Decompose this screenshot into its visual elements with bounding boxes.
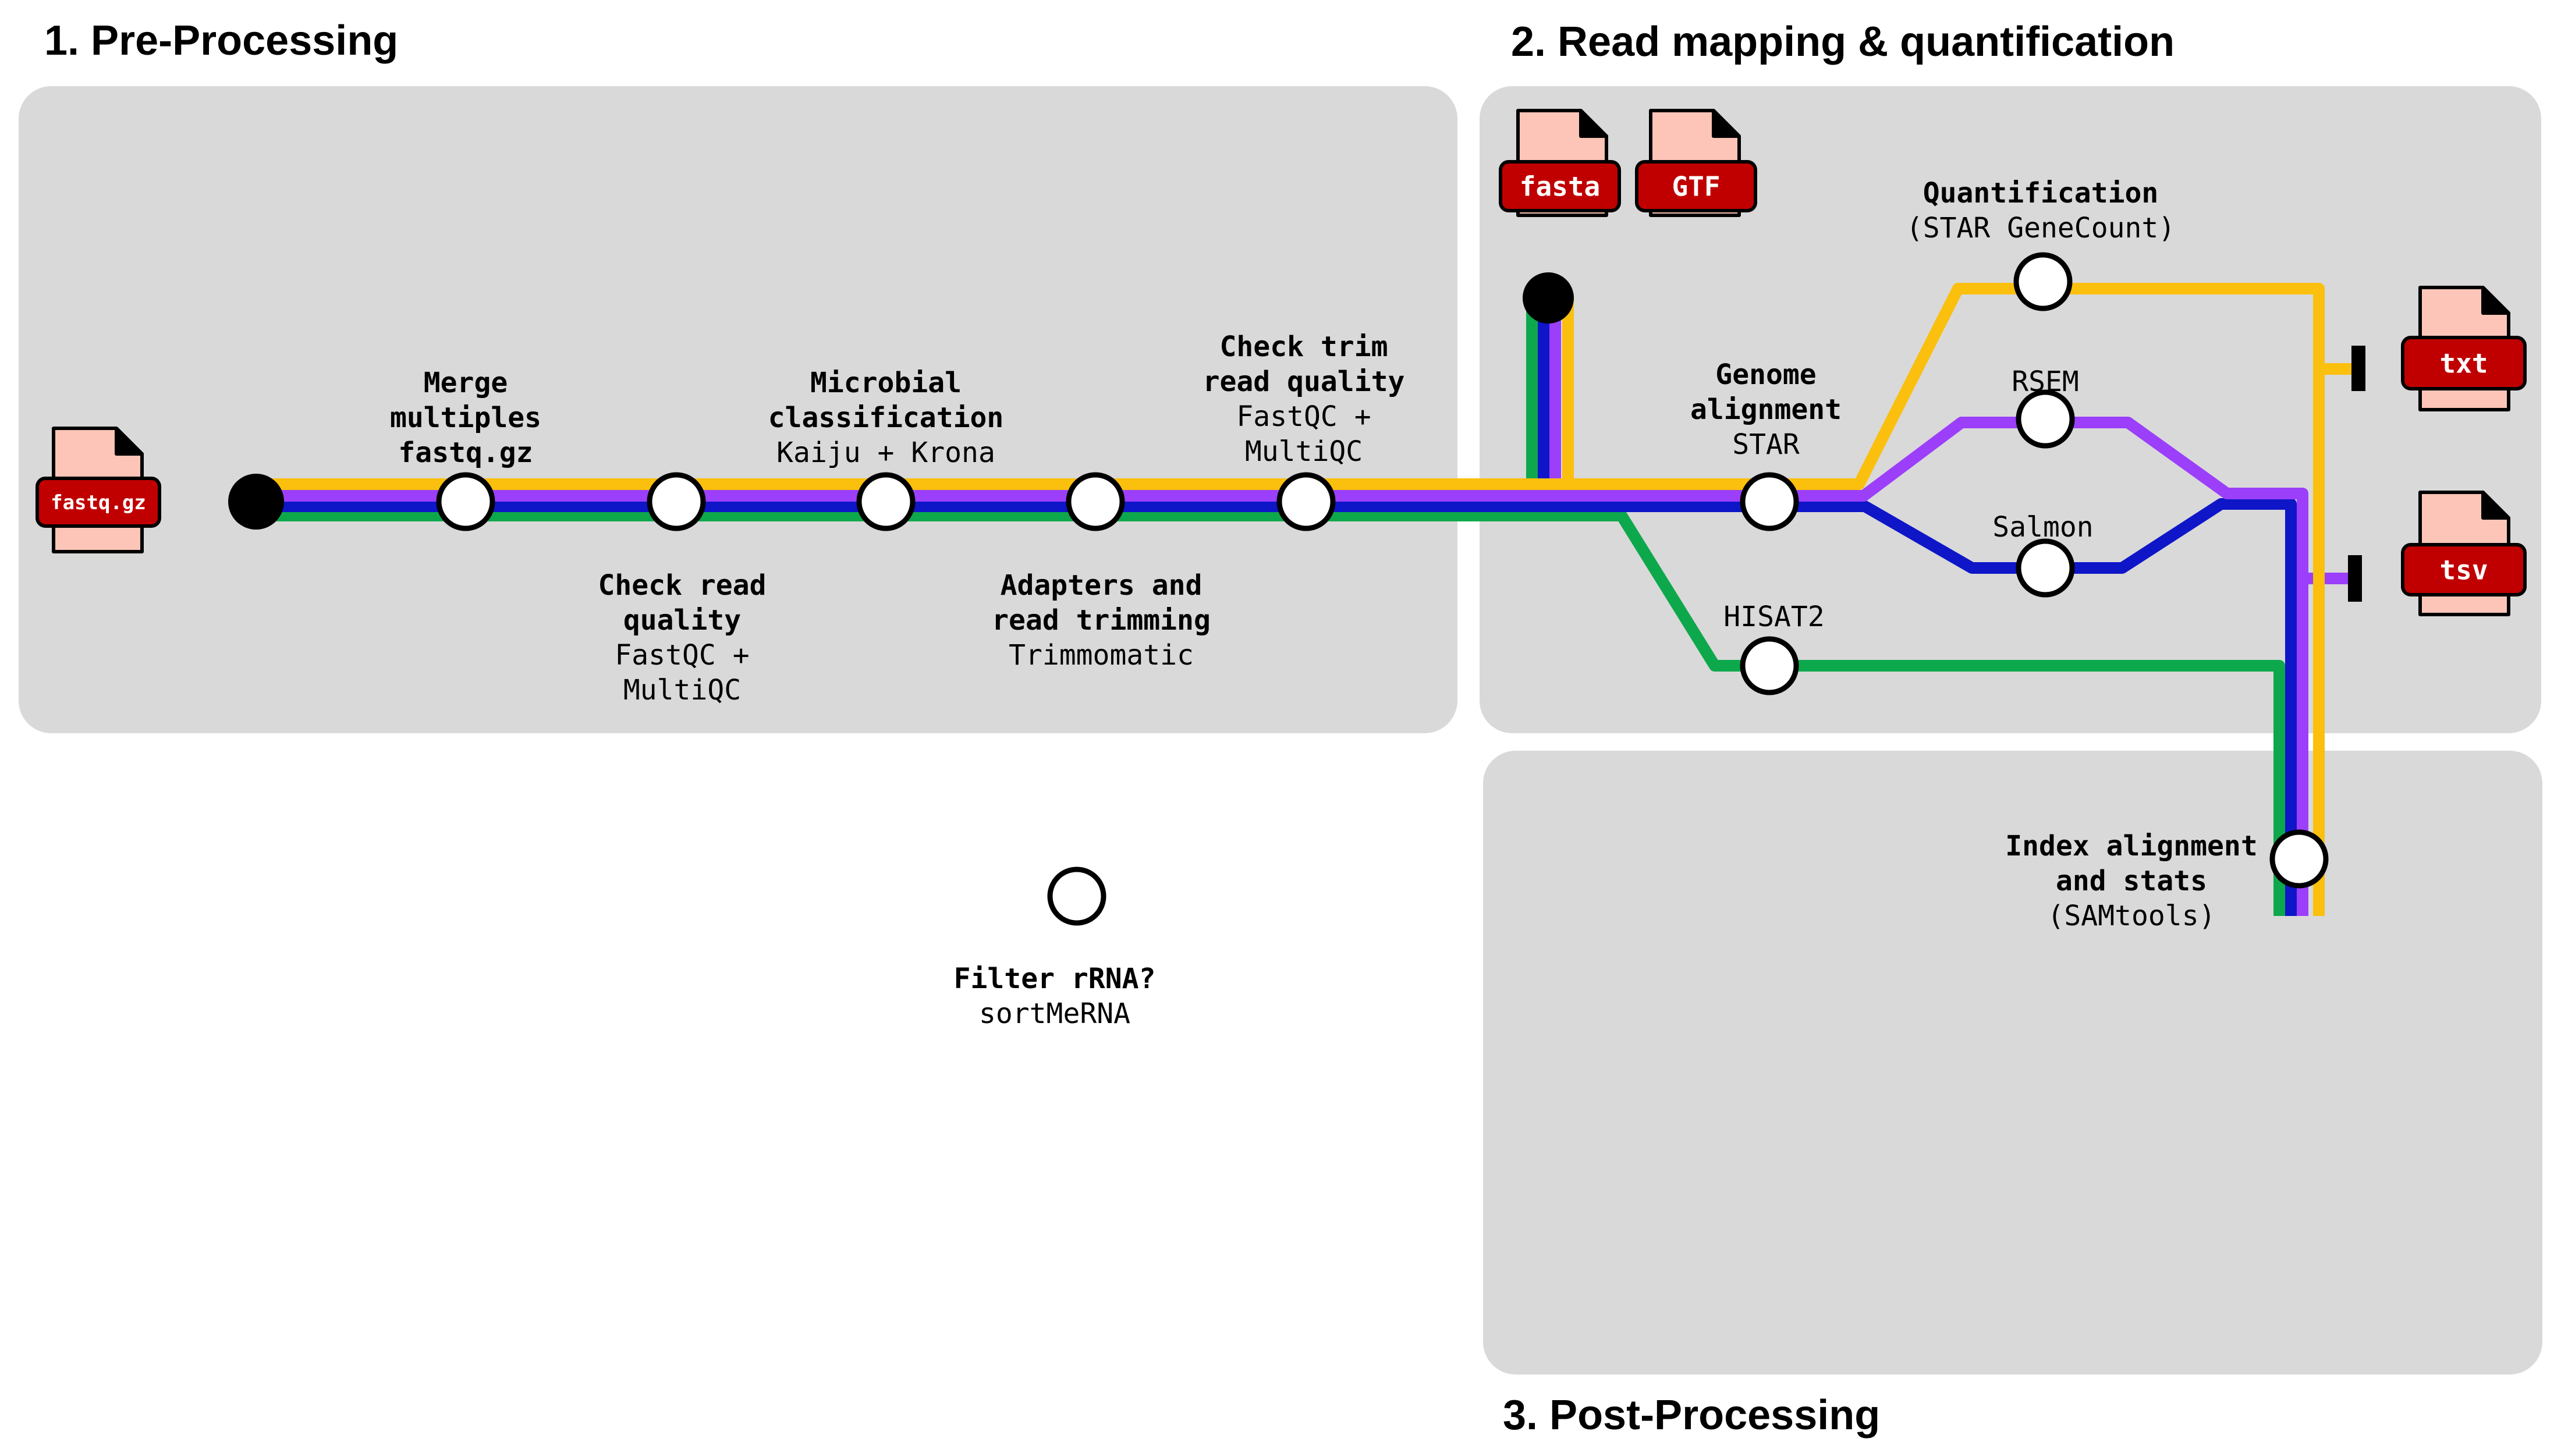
file-fastq-icon: fastq.gz [36, 427, 161, 553]
file-fasta-icon: fasta [1499, 109, 1621, 217]
step-title-line: Filter rRNA? [954, 963, 1156, 995]
label-filter-rrna: Filter rRNA?sortMeRNA [954, 963, 1156, 1030]
station-genome-alignment [1740, 472, 1799, 531]
step-tool-line: HISAT2 [1723, 601, 1824, 633]
file-gtf-icon: GTF [1635, 109, 1757, 217]
step-title-line: Merge [424, 367, 508, 399]
step-tool-line: Trimmomatic [1009, 639, 1194, 672]
station-quantification [2013, 252, 2073, 311]
file-badge [2401, 336, 2527, 390]
section-title-read-mapping: 2. Read mapping & quantification [1511, 19, 2175, 65]
blue-line [256, 498, 2297, 916]
step-title-line: multiples [390, 402, 541, 434]
station-index-alignment [2269, 829, 2329, 889]
section-title-pre-processing: 1. Pre-Processing [44, 17, 399, 64]
step-tool-line: (STAR GeneCount) [1906, 212, 2175, 244]
file-fold-corner [1712, 109, 1741, 138]
station-salmon [2016, 538, 2075, 598]
step-tool-line: FastQC + [615, 639, 749, 672]
file-txt-icon: txt [2401, 286, 2527, 411]
section-title-post-processing: 3. Post-Processing [1503, 1392, 1881, 1439]
step-tool-line: (SAMtools) [2048, 900, 2216, 932]
step-title-line: Check trim [1220, 331, 1388, 363]
file-badge [1635, 160, 1757, 212]
txt-line-end-cap [2351, 346, 2365, 391]
reference-start-station [1523, 272, 1574, 324]
station-filter-rrna [1047, 867, 1106, 926]
step-title-line: Quantification [1923, 177, 2159, 209]
label-rsem: RSEM [2012, 365, 2079, 398]
step-tool-line: MultiQC [1245, 435, 1363, 468]
station-check-read-quality [647, 472, 706, 531]
file-gtf-label: GTF [1672, 171, 1720, 203]
file-txt-label: txt [2439, 348, 2488, 379]
station-merge-fastq [436, 472, 495, 531]
step-title-line: Microbial [810, 367, 962, 399]
step-title-line: and stats [2056, 865, 2207, 897]
label-salmon: Salmon [1992, 511, 2093, 544]
file-fold-corner [1579, 109, 1608, 138]
station-rsem [2016, 389, 2075, 449]
file-fastq-label: fastq.gz [51, 491, 146, 514]
step-title-line: classification [768, 402, 1004, 434]
step-tool-line: STAR [1732, 428, 1800, 461]
file-badge [36, 477, 161, 528]
step-tool-line: Salmon [1992, 511, 2093, 544]
step-title-line: quality [623, 604, 741, 637]
file-fold-corner [2481, 286, 2510, 315]
step-title-line: read trimming [992, 604, 1211, 637]
file-fold-corner [115, 427, 144, 456]
station-microbial-classification [856, 472, 916, 531]
station-adapters-trimming [1066, 472, 1125, 531]
step-tool-line: MultiQC [623, 674, 741, 706]
step-tool-line: FastQC + [1236, 400, 1371, 433]
file-tsv-icon: tsv [2401, 491, 2527, 616]
step-title-line: alignment [1690, 393, 1842, 426]
file-fold-corner [2481, 491, 2510, 520]
tsv-line-end-cap [2348, 555, 2362, 602]
step-title-line: Check read [598, 569, 767, 602]
step-title-line: Genome [1715, 358, 1816, 391]
file-badge [1499, 160, 1621, 212]
station-check-trim-quality [1276, 472, 1336, 531]
panel-pre-processing [19, 86, 1457, 733]
step-title-line: read quality [1203, 365, 1405, 398]
step-tool-line: sortMeRNA [979, 997, 1130, 1030]
file-badge [2401, 543, 2527, 596]
station-hisat2 [1740, 636, 1799, 695]
step-title-line: Index alignment [2005, 830, 2257, 862]
label-quantification: Quantification(STAR GeneCount) [1906, 177, 2175, 244]
file-tsv-label: tsv [2439, 555, 2488, 586]
file-fasta-label: fasta [1520, 171, 1600, 203]
step-tool-line: Kaiju + Krona [776, 436, 995, 469]
start-station [228, 474, 284, 530]
step-title-line: fastq.gz [398, 436, 533, 469]
step-tool-line: RSEM [2012, 365, 2079, 398]
step-title-line: Adapters and [1001, 569, 1203, 602]
green-line [256, 510, 2285, 916]
purple-line [256, 417, 2308, 916]
panel-post-processing [1483, 751, 2542, 1375]
label-hisat2: HISAT2 [1723, 601, 1824, 633]
